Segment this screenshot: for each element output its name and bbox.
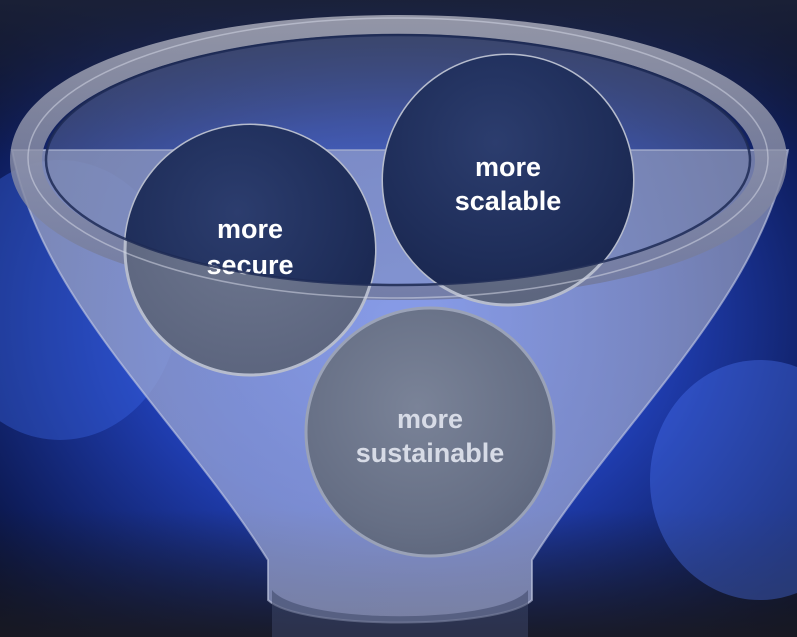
bubble-scalable-label-line2: scalable xyxy=(455,186,562,216)
funnel-rim-highlight xyxy=(27,17,769,299)
funnel-spout xyxy=(272,590,528,637)
bubble-scalable: more scalable xyxy=(381,53,635,307)
bubble-secure-label-line2: secure xyxy=(206,250,293,280)
bubble-sustainable-label-line2: sustainable xyxy=(356,438,505,468)
bubble-secure-label-line1: more xyxy=(217,214,283,244)
funnel-mouth-edge xyxy=(44,33,752,287)
bubble-sustainable-label-line1: more xyxy=(397,404,463,434)
bubble-secure: more secure xyxy=(123,123,377,377)
bubble-scalable-label-line1: more xyxy=(475,152,541,182)
bubble-sustainable: more sustainable xyxy=(304,306,556,558)
background-light-right xyxy=(650,360,797,600)
